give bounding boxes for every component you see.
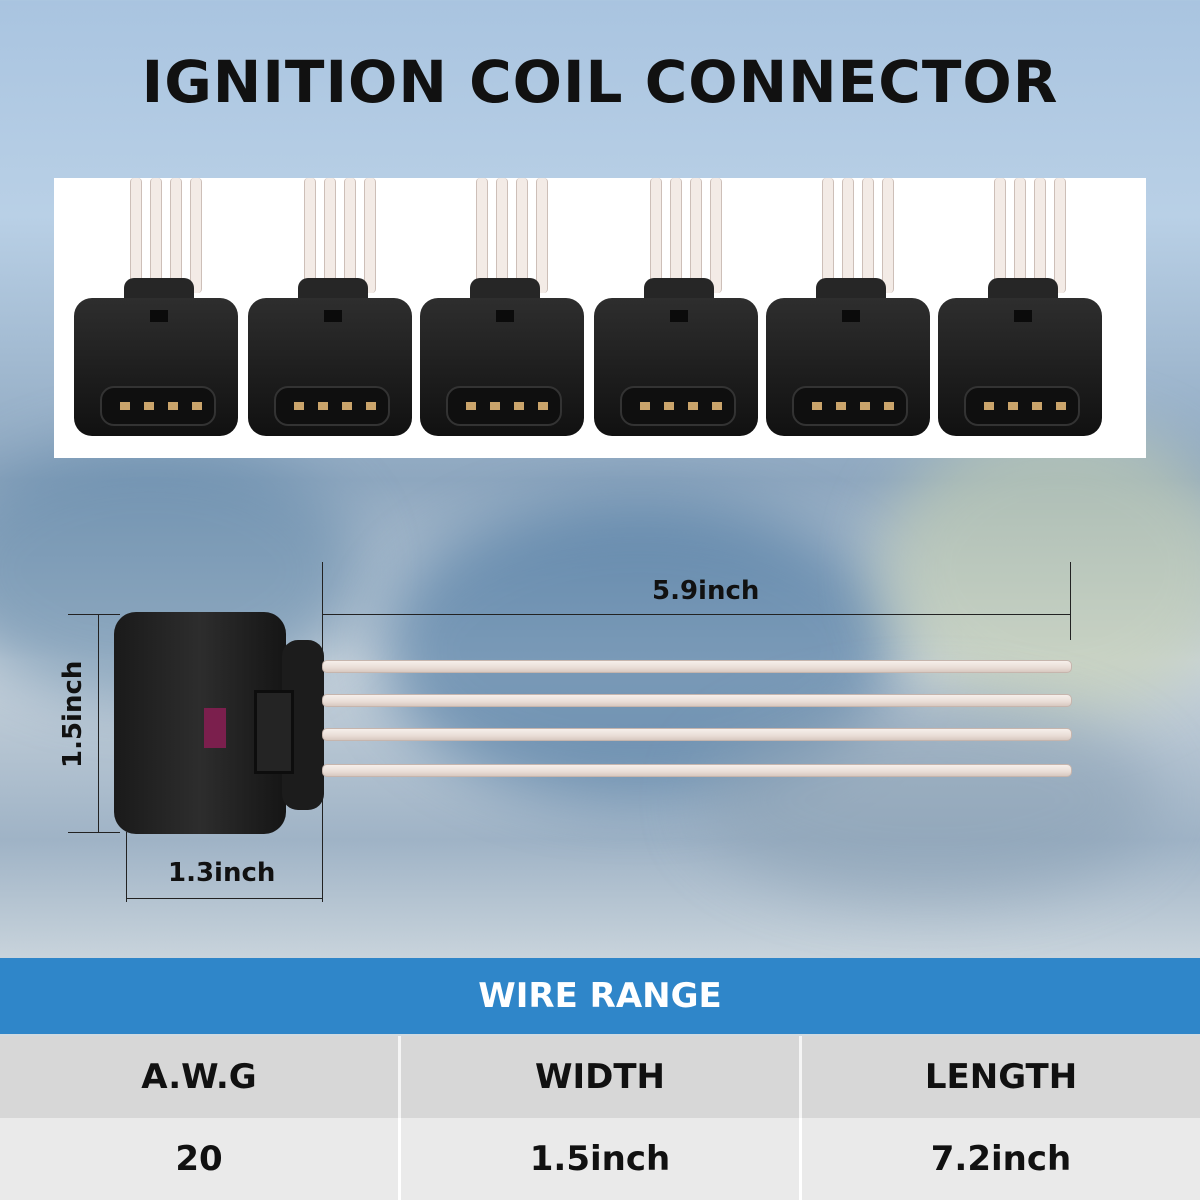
column-header: A.W.G: [0, 1036, 401, 1118]
wire: [1054, 178, 1066, 293]
pin: [120, 402, 130, 410]
wire: [304, 178, 316, 293]
table-cell: 20: [0, 1118, 401, 1200]
wire: [650, 178, 662, 293]
wire: [364, 178, 376, 293]
wire: [1014, 178, 1026, 293]
table-cell: 1.5inch: [401, 1118, 802, 1200]
dimension-guide: [68, 614, 120, 615]
wire: [710, 178, 722, 293]
pin: [712, 402, 722, 410]
column-header: LENGTH: [924, 1057, 1078, 1097]
connector-slot: [842, 310, 860, 322]
connector-lock-window: [204, 708, 226, 748]
pin: [1032, 402, 1042, 410]
pin: [812, 402, 822, 410]
wire: [496, 178, 508, 293]
wire: [1034, 178, 1046, 293]
pin: [538, 402, 548, 410]
background-blur: [880, 420, 1200, 720]
wire: [322, 764, 1072, 777]
wire: [322, 728, 1072, 741]
wire: [690, 178, 702, 293]
pin: [466, 402, 476, 410]
wire: [324, 178, 336, 293]
wire: [150, 178, 162, 293]
pin: [294, 402, 304, 410]
pin: [342, 402, 352, 410]
connector-product-image: [72, 178, 240, 458]
pin: [318, 402, 328, 410]
connector-latch: [254, 690, 294, 774]
pin: [192, 402, 202, 410]
connector-slot: [1014, 310, 1032, 322]
table-cell: 7.2inch: [930, 1139, 1072, 1179]
connector-slot: [496, 310, 514, 322]
table-header-row: A.W.G WIDTH LENGTH: [0, 1036, 1200, 1118]
wire: [536, 178, 548, 293]
dimension-line: [126, 898, 322, 899]
pin: [490, 402, 500, 410]
wire: [842, 178, 854, 293]
pin: [168, 402, 178, 410]
width-dimension-label: 1.3inch: [168, 858, 276, 888]
wire: [882, 178, 894, 293]
connector-product-image: [936, 178, 1104, 458]
dimension-line: [322, 614, 1070, 615]
connector-pin-face: [792, 386, 908, 426]
pin: [640, 402, 650, 410]
wire: [670, 178, 682, 293]
height-dimension-label: 1.5inch: [58, 660, 88, 768]
pin: [514, 402, 524, 410]
connector-pin-face: [446, 386, 562, 426]
wire: [516, 178, 528, 293]
connector-product-image: [764, 178, 932, 458]
connector-slot: [670, 310, 688, 322]
connector-pin-face: [964, 386, 1080, 426]
wire: [344, 178, 356, 293]
pin: [836, 402, 846, 410]
wire: [822, 178, 834, 293]
connector-side-view: [114, 612, 324, 834]
pin: [664, 402, 674, 410]
connector-pin-face: [100, 386, 216, 426]
dimension-guide: [68, 832, 120, 833]
wire: [862, 178, 874, 293]
connector-product-image: [592, 178, 760, 458]
dimension-guide: [1070, 562, 1071, 640]
pin: [984, 402, 994, 410]
connector-slot: [324, 310, 342, 322]
connector-product-image: [246, 178, 414, 458]
pin: [860, 402, 870, 410]
table-row: 20 1.5inch 7.2inch: [0, 1118, 1200, 1200]
connector-slot: [150, 310, 168, 322]
wire: [322, 694, 1072, 707]
page-title: IGNITION COIL CONNECTOR: [141, 48, 1059, 116]
pin: [1056, 402, 1066, 410]
connector-product-image: [418, 178, 586, 458]
wire: [994, 178, 1006, 293]
pin: [366, 402, 376, 410]
table-header: WIRE RANGE: [0, 958, 1200, 1034]
pin: [144, 402, 154, 410]
wire: [130, 178, 142, 293]
pin: [688, 402, 698, 410]
wire: [476, 178, 488, 293]
connector-pin-face: [620, 386, 736, 426]
wire: [170, 178, 182, 293]
pin: [884, 402, 894, 410]
length-dimension-label: 5.9inch: [652, 576, 760, 606]
product-photo-panel: [54, 178, 1146, 458]
column-header: WIDTH: [401, 1036, 802, 1118]
dimension-guide: [126, 832, 127, 902]
wire: [322, 660, 1072, 673]
wire: [190, 178, 202, 293]
connector-pin-face: [274, 386, 390, 426]
dimension-line: [98, 614, 99, 832]
pin: [1008, 402, 1018, 410]
